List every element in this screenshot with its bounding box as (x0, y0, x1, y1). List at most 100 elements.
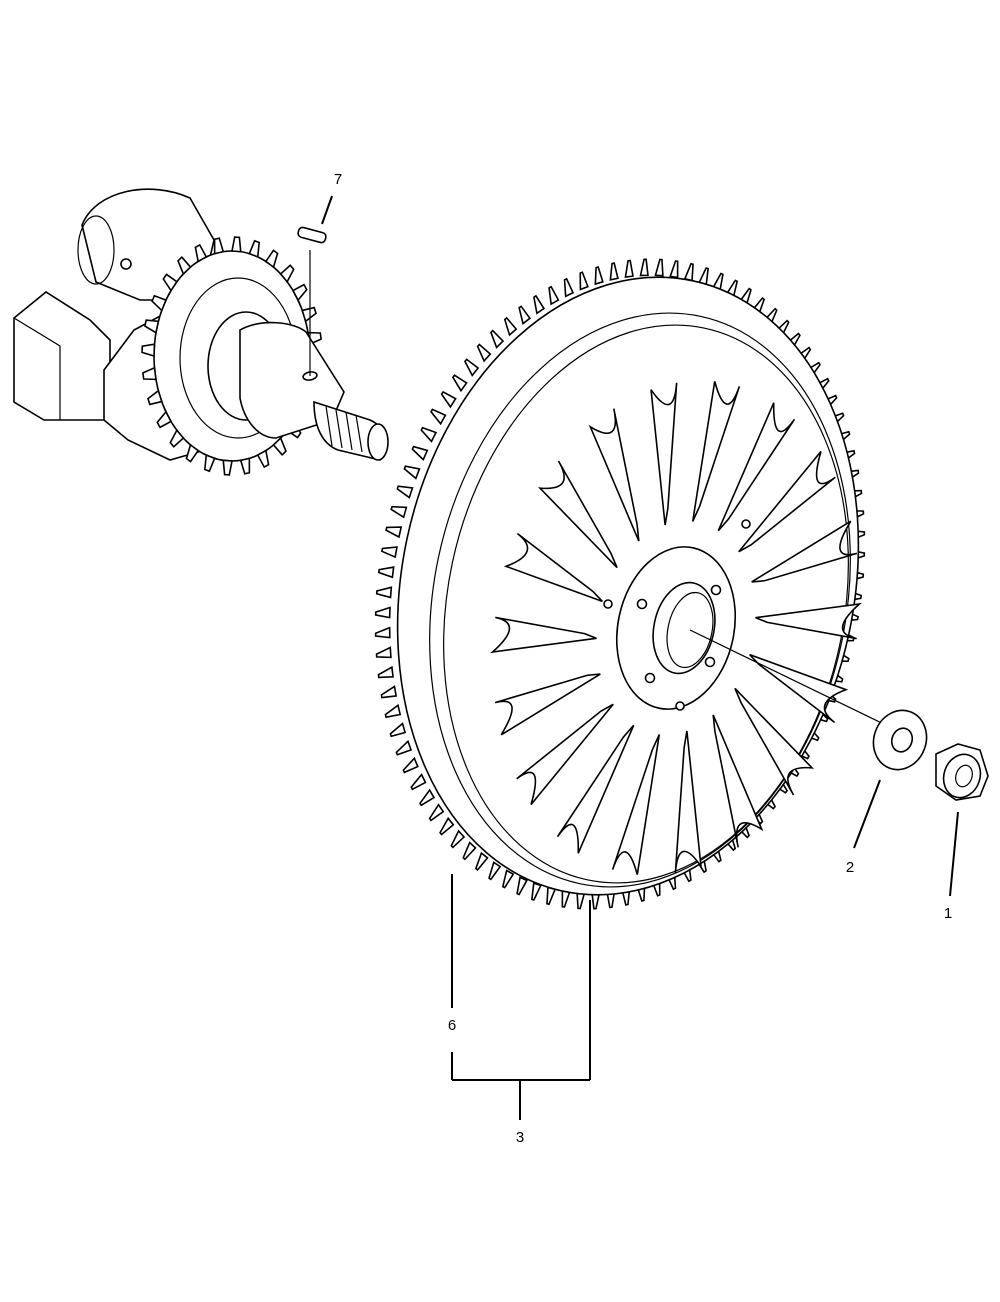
ring-gear-tooth (428, 803, 445, 822)
ring-gear-tooth (411, 445, 429, 461)
shaft-end-face (367, 423, 389, 461)
ring-gear-tooth (579, 271, 589, 291)
hub-bolt-hole (644, 672, 656, 684)
cooling-fin (674, 730, 702, 874)
cooling-fin (611, 734, 661, 875)
cooling-fin (734, 687, 815, 796)
ring-gear-tooth (374, 626, 391, 639)
key-icon (297, 226, 327, 244)
ring-gear-tooth (639, 258, 649, 277)
ring-gear-tooth (516, 876, 528, 896)
crank-gear-tooth (256, 449, 270, 469)
cooling-fin (749, 653, 849, 724)
ring-gear-tooth (403, 465, 421, 480)
callout-6: 6 (448, 1017, 456, 1034)
ring-gear-tooth (420, 426, 438, 443)
hub-bolt-hole (636, 598, 648, 610)
ring-gear-tooth (402, 756, 419, 774)
callout-1-leader (949, 811, 959, 897)
crank-gear-tooth (291, 283, 308, 302)
cooling-fin (556, 724, 635, 854)
hub-bolt-hole (704, 656, 716, 668)
oil-hole (120, 258, 132, 270)
cooling-fin (751, 520, 858, 583)
ring-gear-tooth (530, 882, 542, 901)
ring-gear-tooth (396, 485, 414, 499)
ring-gear-tooth (381, 546, 398, 559)
ring-gear-tooth (546, 886, 557, 906)
ring-gear-tooth (490, 329, 505, 349)
flywheel-rim (396, 276, 860, 896)
flywheel-hole (603, 599, 613, 609)
crank-gear-tooth (147, 389, 163, 406)
assembly-axis (689, 629, 893, 729)
crank-gear-tooth (213, 237, 225, 255)
ring-gear-tooth (389, 722, 407, 738)
crank-gear-tooth (169, 428, 185, 448)
crank-gear-tooth (194, 243, 208, 263)
ring-gear-tooth (377, 566, 395, 579)
flywheel-hole (741, 519, 751, 529)
cooling-fin (494, 673, 601, 736)
ring-gear-tooth (464, 358, 480, 377)
ring-gear-tooth (439, 816, 455, 836)
ring-gear-tooth (548, 285, 560, 306)
ring-gear-tooth (385, 526, 403, 539)
washer-part (853, 709, 928, 849)
callout-2-leader (853, 779, 881, 849)
ring-gear-tooth (377, 665, 394, 679)
ring-gear-tooth (501, 869, 515, 889)
crank-gear-tooth (279, 264, 295, 284)
crank-web (13, 291, 111, 421)
crank-gear-tooth (231, 236, 242, 253)
crank-gear-tooth (203, 453, 216, 473)
cooling-fin (712, 714, 764, 848)
crank-gear-tooth (272, 436, 287, 456)
ring-gear-tooth (430, 408, 447, 426)
ring-gear-tooth (474, 851, 489, 872)
ring-gear-tooth (450, 829, 466, 849)
crank-gear-tooth (143, 319, 160, 334)
ring-gear-tooth (683, 262, 694, 282)
cooling-fins (490, 381, 862, 875)
ring-gear-tooth (563, 277, 575, 298)
cooling-fin (691, 381, 741, 522)
cooling-fin (537, 460, 618, 569)
ring-gear-tooth (669, 260, 679, 279)
crank-gear-tooth (239, 457, 251, 475)
callout-7: 7 (334, 171, 342, 188)
callout-brackets (451, 874, 591, 1120)
ring-gear-tooth (476, 343, 492, 363)
callout-2: 2 (846, 859, 854, 876)
crank-gear-tooth (142, 366, 157, 381)
ring-gear-tooth (410, 773, 427, 791)
ring-gear-tooth (375, 586, 393, 599)
crank-gear-tooth (185, 443, 200, 463)
flywheel-inner-rim (429, 312, 851, 888)
crank-gear-tooth (301, 306, 317, 323)
output-shaft (239, 321, 389, 461)
ring-gear-tooth (384, 703, 402, 719)
ring-gear-tooth (533, 294, 546, 315)
ring-gear-tooth (451, 374, 468, 393)
cooling-fin (490, 616, 597, 654)
cooling-fin (755, 602, 862, 640)
ring-gear-tooth (375, 646, 392, 659)
crank-gear-tooth (177, 256, 192, 276)
crank-gear-tooth (156, 410, 173, 429)
callout-7-leader (321, 195, 333, 225)
cooling-fin (738, 450, 836, 553)
crank-gear-tooth (151, 294, 168, 312)
nut-part (935, 743, 989, 897)
crankshaft-assembly (13, 188, 389, 476)
crank-gear-tooth (248, 239, 261, 259)
ring-gear-tooth (594, 265, 604, 286)
ring-gear-tooth (503, 316, 518, 337)
ring-gear-tooth (518, 305, 532, 325)
crank-gear-tooth (162, 273, 178, 292)
ring-gear-tooth (654, 258, 664, 277)
callout-3: 3 (516, 1129, 524, 1146)
ring-gear-tooth (440, 390, 457, 409)
